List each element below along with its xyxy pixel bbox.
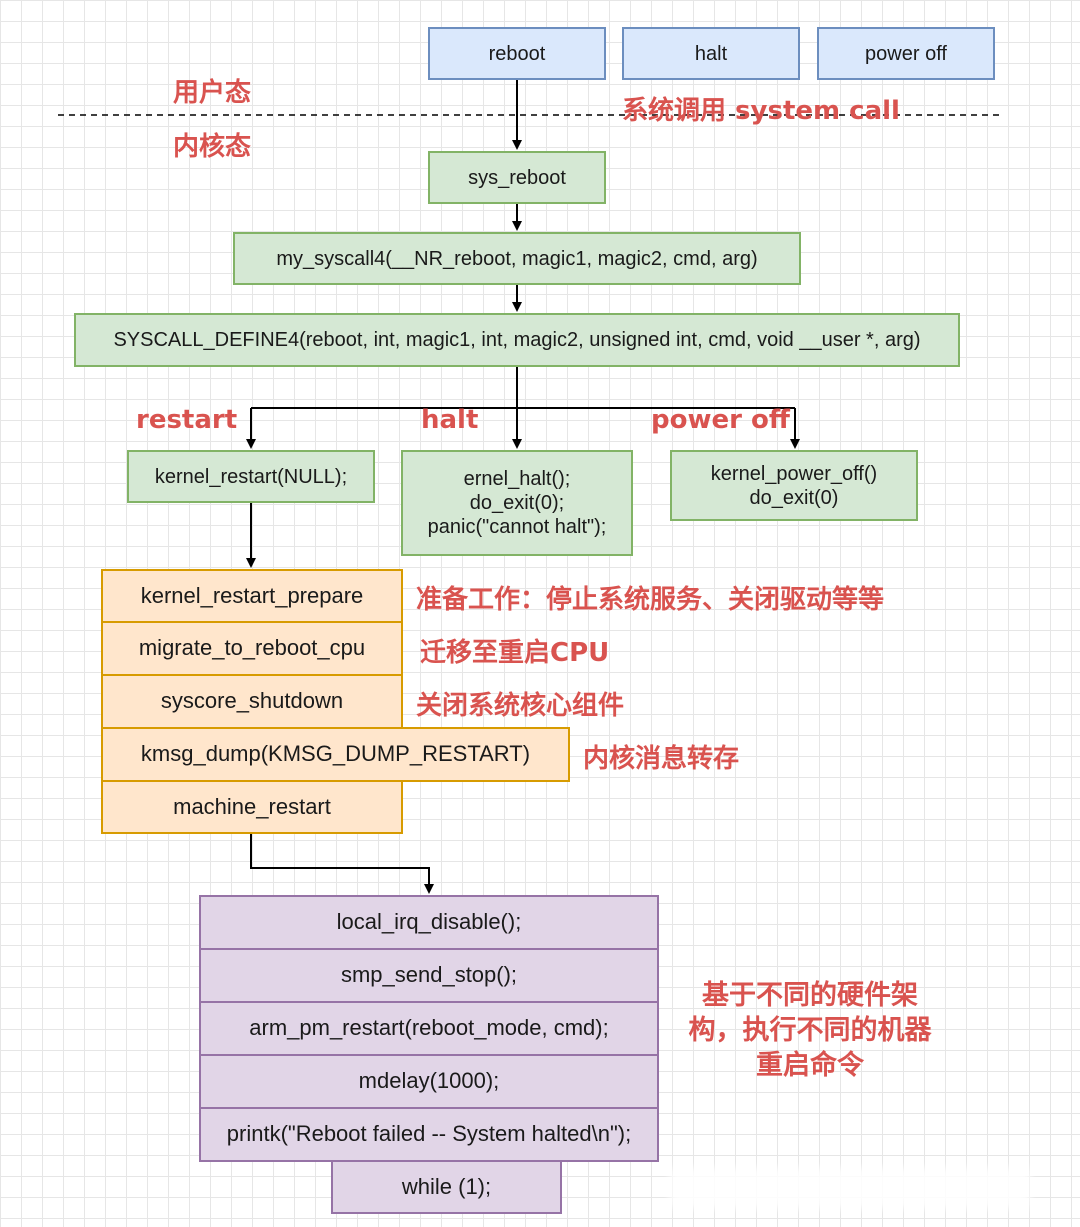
machine-step-box: printk("Reboot failed -- System halted\n… — [199, 1107, 659, 1162]
machine-step-label: while (1); — [401, 1173, 492, 1199]
syscall4-label: my_syscall4(__NR_reboot, magic1, magic2,… — [276, 247, 758, 270]
restart-step-box: syscore_shutdown — [101, 674, 403, 729]
restart-step-box: kmsg_dump(KMSG_DUMP_RESTART) — [101, 727, 570, 782]
restart-step-note: 迁移至重启CPU — [420, 638, 610, 668]
power-off-call-box: power off — [817, 27, 995, 80]
halt-line: do_exit(0); — [469, 492, 565, 514]
kernel-restart-label: kernel_restart(NULL); — [154, 465, 348, 488]
machine-step-label: mdelay(1000); — [358, 1068, 500, 1094]
arrow-machine-restart-to-irq — [250, 834, 434, 894]
user-mode-label: 用户态 — [173, 78, 252, 108]
syscall-label: 系统调用 system call — [622, 96, 900, 126]
machine-step-label: smp_send_stop(); — [340, 962, 518, 988]
machine-step-box: mdelay(1000); — [199, 1054, 659, 1109]
halt-branch-label: halt — [421, 405, 479, 435]
kernel-mode-label: 内核态 — [173, 132, 252, 162]
machine-step-box: local_irq_disable(); — [199, 895, 659, 950]
restart-step-label: machine_restart — [173, 793, 331, 819]
syscall-define4-box: SYSCALL_DEFINE4(reboot, int, magic1, int… — [74, 313, 960, 367]
power-off-branch-label: power off — [651, 405, 790, 435]
halt-call-label: halt — [694, 42, 728, 65]
halt-line: panic("cannot halt"); — [427, 516, 607, 538]
arch-note-line: 基于不同的硬件架 — [702, 980, 918, 1011]
machine-step-box: smp_send_stop(); — [199, 948, 659, 1003]
machine-step-label: local_irq_disable(); — [336, 909, 522, 935]
restart-step-label: syscore_shutdown — [160, 688, 344, 714]
restart-step-box: migrate_to_reboot_cpu — [101, 621, 403, 676]
sys-reboot-label: sys_reboot — [468, 166, 566, 189]
watermark-blur — [670, 1168, 1030, 1208]
arch-note-line: 重启命令 — [756, 1050, 864, 1082]
restart-step-label: kmsg_dump(KMSG_DUMP_RESTART) — [140, 741, 531, 767]
restart-step-label: migrate_to_reboot_cpu — [138, 635, 366, 661]
power-off-line: kernel_power_off() — [710, 462, 878, 485]
sys-reboot-box: sys_reboot — [428, 151, 606, 204]
machine-step-box: while (1); — [331, 1160, 562, 1214]
machine-step-label: arm_pm_restart(reboot_mode, cmd); — [249, 1015, 609, 1041]
kernel-halt-box: ernel_halt(); do_exit(0); panic("cannot … — [401, 450, 633, 556]
restart-step-note: 关闭系统核心组件 — [416, 691, 625, 721]
kernel-restart-box: kernel_restart(NULL); — [127, 450, 375, 503]
reboot-call-label: reboot — [488, 42, 546, 65]
halt-line: ernel_halt(); — [463, 468, 571, 490]
power-off-line: do_exit(0) — [749, 486, 839, 509]
halt-call-box: halt — [622, 27, 800, 80]
machine-step-box: arm_pm_restart(reboot_mode, cmd); — [199, 1001, 659, 1056]
machine-step-label: printk("Reboot failed -- System halted\n… — [226, 1121, 632, 1147]
power-off-call-label: power off — [865, 42, 947, 65]
syscall-define4-label: SYSCALL_DEFINE4(reboot, int, magic1, int… — [113, 329, 921, 351]
arch-note-line: 构，执行不同的机器 — [688, 1015, 932, 1047]
syscall4-box: my_syscall4(__NR_reboot, magic1, magic2,… — [233, 232, 801, 285]
kernel-power-off-box: kernel_power_off() do_exit(0) — [670, 450, 918, 521]
restart-step-box: kernel_restart_prepare — [101, 569, 403, 623]
restart-step-note: 内核消息转存 — [583, 744, 740, 774]
restart-step-label: kernel_restart_prepare — [140, 582, 364, 608]
reboot-call-box: reboot — [428, 27, 606, 80]
restart-branch-label: restart — [136, 405, 238, 435]
arch-note: 基于不同的硬件架 构，执行不同的机器 重启命令 — [680, 978, 940, 1083]
restart-step-note: 准备工作：停止系统服务、关闭驱动等等 — [416, 585, 885, 615]
restart-step-box: machine_restart — [101, 780, 403, 834]
